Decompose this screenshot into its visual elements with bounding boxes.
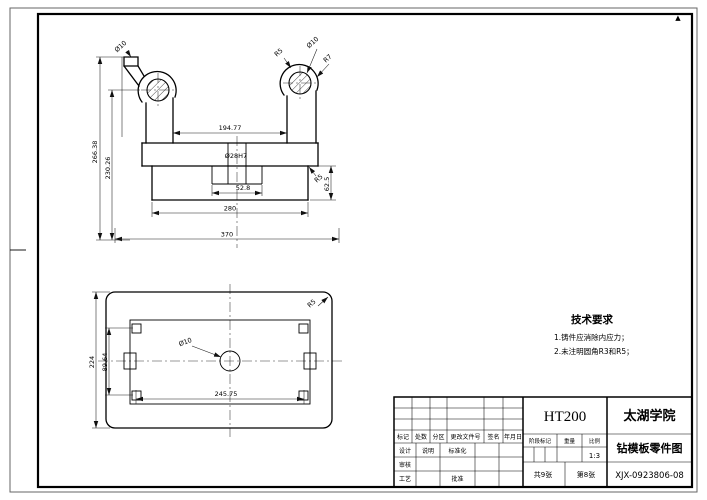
right-claw-section-hatch <box>288 71 312 95</box>
svg-text:R5: R5 <box>313 173 325 185</box>
sheet-frame: ▲ <box>9 7 698 493</box>
rev-file-label: 更改文件号 <box>450 433 480 441</box>
drawing-title: 钻模板零件图 <box>617 441 683 455</box>
role-note-label: 说明 <box>422 447 434 455</box>
title-block-outline <box>393 396 693 488</box>
role-check-label: 审核 <box>399 461 411 469</box>
role-design-label: 设计 <box>399 447 411 455</box>
svg-text:R7: R7 <box>322 53 334 65</box>
dim-230-26: 230.26 <box>104 89 140 240</box>
dim-280: 280 <box>151 202 309 217</box>
plate-inner-boss <box>129 319 311 405</box>
dim-224-label: 224 <box>88 356 96 368</box>
tech-requirements: 技术要求 1.铸件应消除内应力； 2.未注明圆角R3和R5； <box>554 313 634 356</box>
dim-245-75-label: 245.75 <box>215 390 238 398</box>
rev-date-label: 年月日 <box>504 433 522 441</box>
left-claw-section-hatch <box>146 78 170 102</box>
scale-value: 1:3 <box>589 452 600 460</box>
dim-52-8-label: 52.8 <box>236 184 250 192</box>
dim-370: 370 <box>114 228 340 243</box>
rev-mark-label: 标记 <box>397 433 409 441</box>
title-block: 标记 处数 分区 更改文件号 签名 年月日 设计 说明 标准化 审核 工艺 批准… <box>393 396 693 488</box>
label-r7: R7 <box>316 53 334 78</box>
weight-label: 重量 <box>564 437 576 445</box>
svg-text:R5: R5 <box>306 298 318 310</box>
tech-req-item-1: 1.铸件应消除内应力； <box>554 332 629 342</box>
role-process-label: 工艺 <box>399 475 411 483</box>
tech-req-title: 技术要求 <box>571 313 613 326</box>
left-slot <box>123 352 137 370</box>
tech-req-item-2: 2.未注明圆角R3和R5； <box>554 346 634 356</box>
material-designation: HT200 <box>544 409 587 425</box>
right-slot <box>303 352 317 370</box>
label-r5-plate: R5 <box>306 296 329 310</box>
scale-label: 比例 <box>589 437 601 445</box>
left-claw-neck-outer <box>123 65 140 87</box>
dim-245-75: 245.75 <box>135 390 305 404</box>
label-r5-claw: R5 <box>273 47 292 69</box>
role-approve-label: 批准 <box>451 475 463 483</box>
center-hole <box>219 350 241 372</box>
dim-230-26-label: 230.26 <box>104 157 112 180</box>
drawing-number: XJX-0923806-08 <box>615 471 684 481</box>
dim-52-8: 52.8 <box>211 184 263 196</box>
rev-zone-label: 分区 <box>432 433 444 441</box>
dim-89-64: 89.64 <box>101 327 133 396</box>
dim-370-label: 370 <box>221 231 233 239</box>
left-claw-profile <box>137 70 177 103</box>
left-claw-neck-inner <box>137 65 145 77</box>
dim-194-77: 194.77 <box>173 124 287 136</box>
dim-89-64-label: 89.64 <box>101 353 109 372</box>
dim-62-5: 62.5 <box>310 165 336 201</box>
label-r5-base: R5 <box>308 166 325 185</box>
rev-sign-label: 签名 <box>487 433 499 441</box>
sheet-number: 第8张 <box>577 470 595 479</box>
role-standard-label: 标准化 <box>448 447 466 455</box>
dim-266-38-label: 266.38 <box>91 141 99 164</box>
organization-name: 太湖学院 <box>622 408 675 423</box>
plate-outline <box>105 291 333 429</box>
outer-border <box>9 7 698 493</box>
dim-62-5-label: 62.5 <box>323 177 331 191</box>
dim-hole-label: Ø28H7 <box>225 152 247 160</box>
front-view: 194.77 266.38 230.26 Ø28H7 52.8 <box>91 35 340 248</box>
dim-280-label: 280 <box>224 205 236 213</box>
inner-border <box>36 12 694 489</box>
corner-pad-top-left <box>131 323 142 334</box>
stage-mark-label: 阶段标记 <box>529 437 552 445</box>
sheet-total: 共9张 <box>534 470 552 479</box>
dim-224: 224 <box>88 291 110 429</box>
rev-count-label: 处数 <box>415 433 427 441</box>
corner-pad-top-right <box>298 323 309 334</box>
svg-text:R5: R5 <box>273 47 285 59</box>
dim-194-77-label: 194.77 <box>219 124 242 132</box>
right-claw-profile <box>279 63 319 96</box>
sheet-corner-mark: ▲ <box>675 14 681 22</box>
